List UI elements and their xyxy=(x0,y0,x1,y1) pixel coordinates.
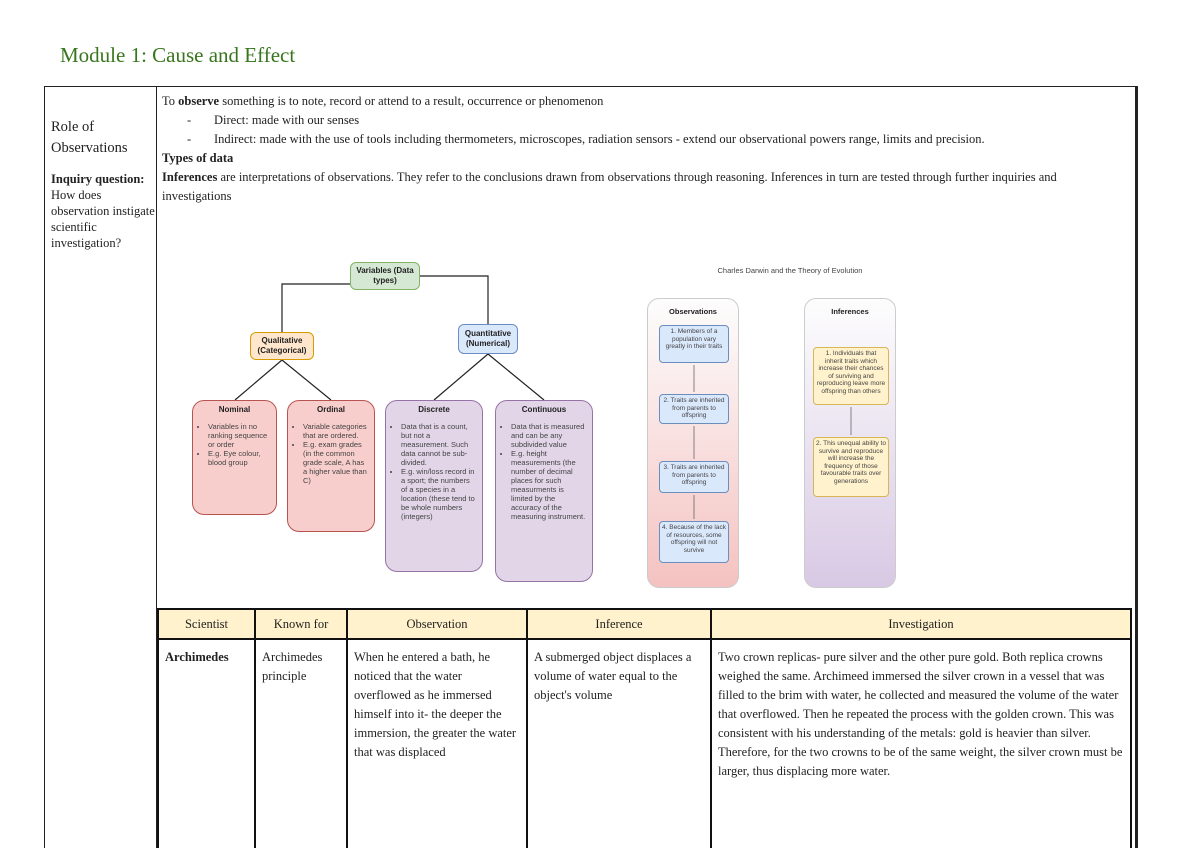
table-right-border xyxy=(1135,87,1138,848)
intro-rest: something is to note, record or attend t… xyxy=(219,94,604,108)
topic-column: Role of Observations Inquiry question: H… xyxy=(45,87,157,848)
discrete-item: E.g. win/loss record in a sport; the num… xyxy=(401,467,477,521)
observations-heading: Observations xyxy=(669,307,717,316)
header-known-for: Known for xyxy=(254,608,348,640)
continuous-item: Data that is measured and can be any sub… xyxy=(511,422,587,449)
inquiry-label: Inquiry question: xyxy=(51,172,145,186)
observation-cell: 2. Traits are inherited from parents to … xyxy=(659,394,729,424)
discrete-box: Discrete Data that is a count, but not a… xyxy=(385,400,483,572)
bullet-dash: - xyxy=(187,113,192,127)
inquiry-question: Inquiry question: How does observation i… xyxy=(51,171,155,251)
variables-node: Variables (Data types) xyxy=(350,262,420,290)
header-investigation: Investigation xyxy=(710,608,1132,640)
module-title: Module 1: Cause and Effect xyxy=(60,43,296,67)
inferences-heading: Inferences xyxy=(831,307,869,316)
bullet-direct: - Direct: made with our senses xyxy=(162,111,1122,130)
darwin-diagram: Charles Darwin and the Theory of Evoluti… xyxy=(640,264,940,589)
notes-content: To observe something is to note, record … xyxy=(162,92,1122,206)
bullet-text: Indirect: made with the use of tools inc… xyxy=(214,132,985,146)
bullet-indirect: - Indirect: made with the use of tools in… xyxy=(162,130,1122,149)
cell-inference: A submerged object displaces a volume of… xyxy=(526,639,712,848)
topic-title: Role of Observations xyxy=(51,119,128,156)
header-observation: Observation xyxy=(346,608,528,640)
darwin-title: Charles Darwin and the Theory of Evoluti… xyxy=(717,266,863,275)
continuous-item: E.g. height measurements (the number of … xyxy=(511,449,587,521)
cell-scientist: Archimedes xyxy=(157,639,256,848)
observation-cell: 4. Because of the lack of resources, som… xyxy=(659,521,729,563)
observations-panel: Observations 1. Members of a population … xyxy=(647,298,739,588)
nominal-item: E.g. Eye colour, blood group xyxy=(208,449,271,467)
table-header-row: Scientist Known for Observation Inferenc… xyxy=(157,608,1132,640)
scientist-name: Archimedes xyxy=(165,650,229,664)
quantitative-node: Quantitative (Numerical) xyxy=(458,324,518,354)
inquiry-text: How does observation instigate scientifi… xyxy=(51,188,155,250)
bullet-dash: - xyxy=(187,132,192,146)
ordinal-item: Variable categories that are ordered. xyxy=(303,422,369,440)
intro-prefix: To xyxy=(162,94,179,108)
observation-cell: 3. Traits are inherited from parents to … xyxy=(659,461,729,493)
scientist-table: Scientist Known for Observation Inferenc… xyxy=(157,608,1132,848)
observation-cell: 1. Members of a population vary greatly … xyxy=(659,325,729,363)
ordinal-box: Ordinal Variable categories that are ord… xyxy=(287,400,375,532)
bullet-text: Direct: made with our senses xyxy=(214,113,360,127)
discrete-title: Discrete xyxy=(418,405,450,414)
variables-diagram: Variables (Data types) Qualitative (Cate… xyxy=(190,262,610,582)
nominal-box: Nominal Variables in no ranking sequence… xyxy=(192,400,277,515)
inferences-rest: are interpretations of observations. The… xyxy=(162,170,1057,203)
observe-definition: To observe something is to note, record … xyxy=(162,92,1122,111)
ordinal-item: E.g. exam grades (in the common grade sc… xyxy=(303,440,369,485)
inferences-term: Inferences xyxy=(162,170,218,184)
inference-cell: 2. This unequal ability to survive and r… xyxy=(813,437,889,497)
nominal-title: Nominal xyxy=(218,405,251,414)
types-heading: Types of data xyxy=(162,151,234,165)
notes-table: Role of Observations Inquiry question: H… xyxy=(44,86,1138,848)
observations-arrows xyxy=(693,365,695,519)
inferences-definition: Inferences are interpretations of observ… xyxy=(162,168,1122,206)
inferences-panel: Inferences 1. Individuals that inherit t… xyxy=(804,298,896,588)
qualitative-node: Qualitative (Categorical) xyxy=(250,332,314,360)
header-scientist: Scientist xyxy=(157,608,256,640)
cell-observation: When he entered a bath, he noticed that … xyxy=(346,639,528,848)
nominal-item: Variables in no ranking sequence or orde… xyxy=(208,422,271,449)
inference-cell: 1. Individuals that inherit traits which… xyxy=(813,347,889,405)
cell-investigation: Two crown replicas- pure silver and the … xyxy=(710,639,1132,848)
discrete-item: Data that is a count, but not a measurem… xyxy=(401,422,477,467)
header-inference: Inference xyxy=(526,608,712,640)
table-row: Archimedes Archimedes principle When he … xyxy=(157,639,1132,848)
continuous-box: Continuous Data that is measured and can… xyxy=(495,400,593,582)
observe-term: observe xyxy=(178,94,220,108)
cell-known-for: Archimedes principle xyxy=(254,639,348,848)
ordinal-title: Ordinal xyxy=(316,405,345,414)
inferences-arrows xyxy=(850,407,852,435)
continuous-title: Continuous xyxy=(521,405,567,414)
